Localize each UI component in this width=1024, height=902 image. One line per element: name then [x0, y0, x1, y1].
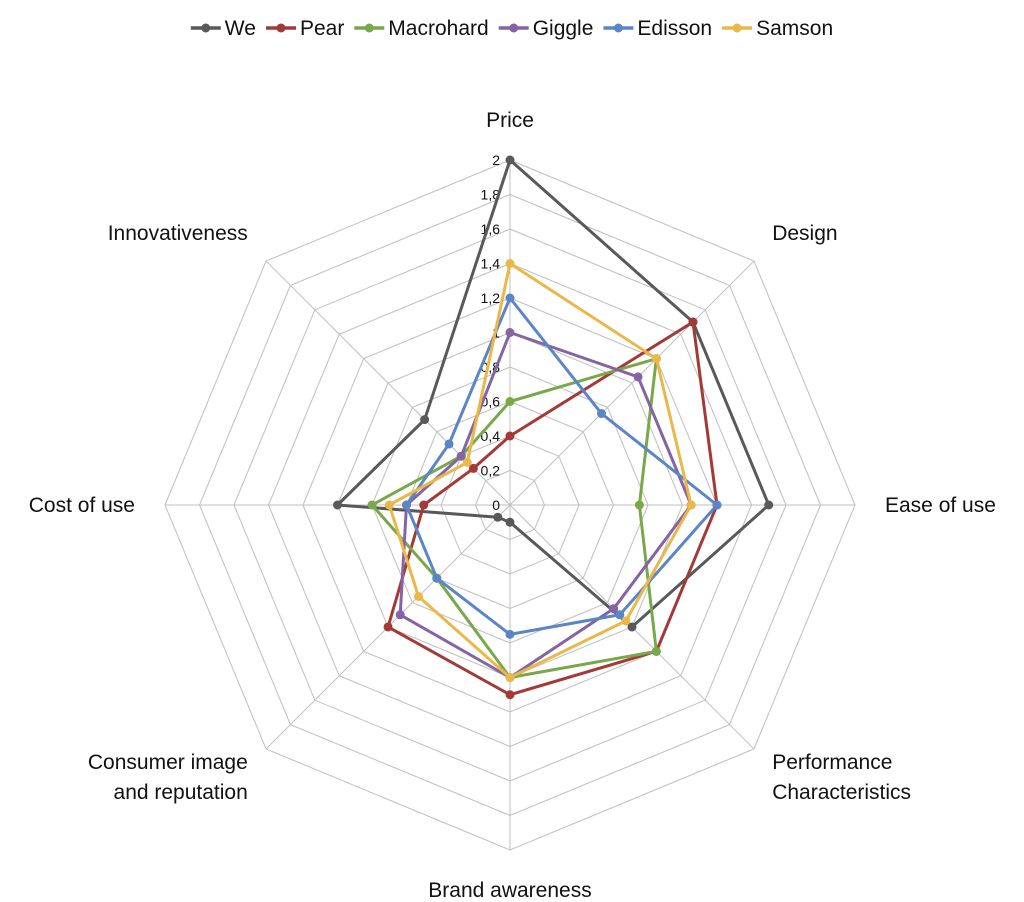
data-point [651, 354, 661, 364]
category-label: Innovativeness [108, 222, 248, 245]
legend-swatch-marker [364, 23, 374, 33]
legend-item: Samson [722, 17, 833, 40]
legend-swatch-marker [276, 23, 286, 33]
data-point [505, 673, 515, 682]
data-point [395, 610, 405, 620]
legend-item: Giggle [498, 17, 594, 40]
data-point [505, 629, 515, 639]
series-edisson [402, 293, 722, 639]
category-label: Brand awareness [428, 879, 591, 902]
data-point [384, 500, 394, 510]
data-point [651, 646, 661, 656]
data-point [764, 500, 774, 510]
category-label: Characteristics [772, 781, 911, 804]
data-point [493, 512, 503, 522]
legend-label: Giggle [533, 17, 594, 40]
data-point [456, 451, 466, 461]
data-point [505, 293, 515, 303]
legend-swatch-marker [201, 23, 211, 33]
series-line [405, 296, 719, 636]
series-samson [384, 259, 696, 682]
data-point [414, 591, 424, 601]
legend-label: Pear [300, 17, 344, 40]
tick-label: 0 [492, 497, 500, 513]
data-point [505, 155, 515, 165]
data-point [686, 500, 696, 510]
data-point [609, 604, 619, 614]
data-point [505, 517, 515, 527]
data-point [505, 259, 515, 268]
category-label: Ease of use [885, 494, 996, 517]
data-point [615, 610, 625, 620]
data-point [712, 500, 722, 510]
legend-swatch-marker [509, 23, 519, 33]
category-label: Cost of use [29, 494, 135, 517]
category-label: Consumer image [88, 751, 248, 774]
data-point [419, 500, 429, 510]
data-point [633, 372, 643, 382]
legend-label: Edisson [637, 17, 712, 40]
legend-item: Macrohard [354, 17, 489, 40]
category-label: and reputation [114, 781, 248, 804]
category-label: Price [486, 109, 534, 132]
legend-swatch-marker [613, 23, 623, 33]
data-point [505, 328, 515, 337]
data-point [627, 622, 637, 632]
data-point [596, 409, 606, 419]
legend-label: We [225, 17, 256, 40]
data-point [505, 431, 515, 441]
category-label: Performance [772, 751, 892, 774]
series-we [333, 155, 774, 632]
grid-spoke [509, 260, 755, 506]
tick-label: 0,4 [481, 428, 501, 444]
legend: We Pear Macrohard Giggle Edisson Samson [190, 17, 833, 40]
tick-label: 1,8 [481, 187, 501, 203]
legend-swatch-marker [732, 23, 742, 33]
series-pear [383, 317, 722, 700]
data-point [402, 500, 411, 510]
data-point [420, 415, 430, 425]
data-point [688, 317, 698, 327]
legend-label: Samson [756, 17, 833, 40]
legend-item: Pear [266, 17, 344, 40]
tick-label: 1,4 [481, 256, 501, 272]
tick-label: 1,2 [481, 290, 501, 306]
data-point [367, 500, 377, 510]
data-point [468, 463, 478, 473]
data-point [505, 690, 515, 700]
legend-label: Macrohard [388, 17, 488, 40]
data-point [505, 397, 515, 406]
category-label: Design [772, 222, 837, 245]
data-point [432, 573, 442, 583]
data-point [462, 457, 472, 467]
data-point [444, 439, 454, 449]
legend-item: We [190, 17, 256, 40]
data-point [333, 500, 342, 510]
data-point [634, 500, 644, 510]
data-point [383, 622, 393, 632]
tick-label: 2 [492, 152, 500, 168]
legend-item: Edisson [603, 17, 712, 40]
data-point [621, 616, 631, 626]
series-layer [333, 155, 774, 700]
tick-label: 0,2 [481, 463, 501, 479]
